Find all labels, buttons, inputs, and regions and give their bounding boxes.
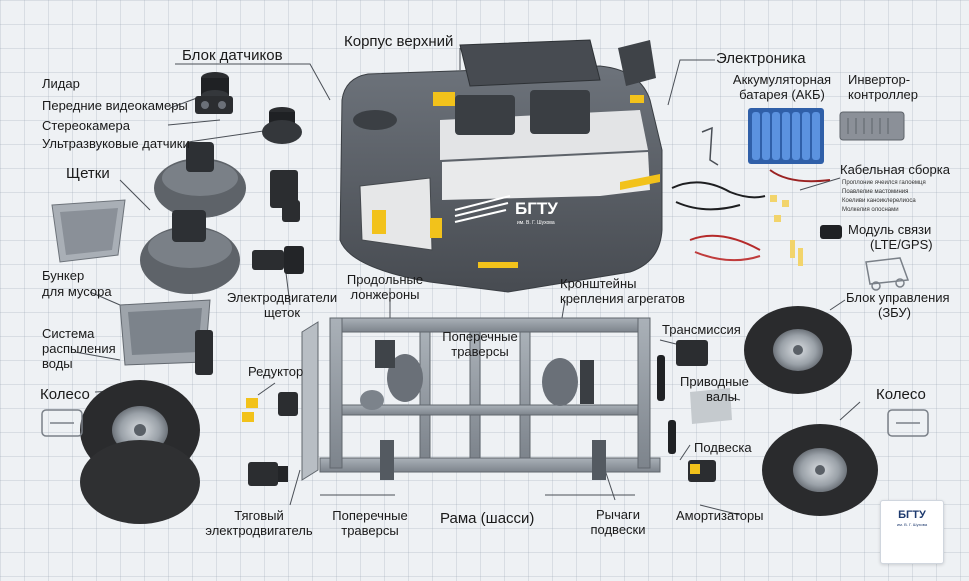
label-levers-2: подвески <box>590 522 646 537</box>
label-traverses-mid-1: Поперечные <box>442 329 518 344</box>
water-system <box>119 299 213 375</box>
label-cable-2: Поавлелие мастоминия <box>842 189 909 195</box>
label-bunker-1: Бункер <box>42 268 85 283</box>
traction-motor <box>248 462 288 486</box>
label-traction-1: Тяговый <box>234 508 284 523</box>
label-lidar: Лидар <box>42 76 80 91</box>
brush-upper <box>154 142 246 218</box>
label-wheel-right: Колесо <box>876 386 926 403</box>
university-logo: БГТУ им. В. Г. Шухова <box>880 500 944 564</box>
frame-chassis <box>301 317 661 481</box>
label-sensors-block: Блок датчиков <box>182 47 283 64</box>
upper-body: БГТУ им. В. Г. Шухова <box>339 39 663 293</box>
label-bunker-2: для мусора <box>42 284 112 299</box>
label-brackets-2: крепления агрегатов <box>560 291 685 306</box>
label-stereo-camera: Стереокамера <box>42 118 130 133</box>
label-brushes: Щетки <box>66 165 110 182</box>
label-reducer: Редуктор <box>248 364 304 379</box>
label-longerons-1: Продольные <box>346 272 424 287</box>
label-traverses-mid-2: траверсы <box>451 344 509 359</box>
label-transmission: Трансмиссия <box>662 322 741 337</box>
label-water-2: распыления <box>42 341 116 356</box>
wheel-right-bottom <box>762 424 878 516</box>
label-ultrasonic: Ультразвуковые датчики <box>42 136 190 151</box>
label-levers-1: Рычаги <box>595 507 641 522</box>
label-shock-absorbers: Амортизаторы <box>676 508 764 523</box>
brush-lower <box>140 210 240 294</box>
label-brackets-1: Кронштейны <box>560 276 637 291</box>
comm-module <box>820 225 842 239</box>
wheel-left-bottom <box>80 440 200 524</box>
label-cable-assembly: Кабельная сборка <box>840 162 950 177</box>
transmission <box>676 340 708 366</box>
label-drive-shafts-2: валы <box>706 389 737 404</box>
wheel-icon-left <box>41 409 83 437</box>
label-frame: Рама (шасси) <box>440 510 535 527</box>
label-longerons-2: лонжероны <box>350 287 420 302</box>
suspension <box>688 388 732 482</box>
label-control-2: (ЗБУ) <box>878 305 912 320</box>
label-drive-shafts-1: Приводные <box>680 374 749 389</box>
connectors <box>770 195 803 266</box>
label-water-1: Система <box>42 326 95 341</box>
wheel-right-top <box>744 306 852 394</box>
front-cameras <box>195 96 233 114</box>
frame-motors <box>360 340 606 480</box>
label-front-cameras: Передние видеокамеры <box>42 98 188 113</box>
label-comm-1: Модуль связи <box>848 222 932 237</box>
bunker <box>51 199 126 263</box>
label-traction-2: электродвигатель <box>205 523 313 538</box>
label-battery-2: батарея (АКБ) <box>739 87 825 102</box>
label-wheel-left: Колесо <box>40 386 90 403</box>
label-inverter-2: контроллер <box>848 87 919 102</box>
label-brush-motors-1: Электродвигатели <box>226 290 338 305</box>
logo-name: БГТУ <box>898 509 926 521</box>
label-battery-1: Аккумуляторная <box>732 72 832 87</box>
label-electronics: Электроника <box>716 50 806 67</box>
control-unit-icon <box>865 257 910 291</box>
cable-assembly <box>671 169 831 262</box>
inverter-controller <box>839 111 905 141</box>
logo-sub: им. В. Г. Шухова <box>896 522 928 527</box>
body-brand-name: БГТУ <box>515 199 558 218</box>
label-suspension: Подвеска <box>694 440 752 455</box>
label-cable-1: Проплоние ячеился галоемця <box>842 180 926 186</box>
label-water-3: воды <box>42 356 73 371</box>
label-control-1: Блок управления <box>846 290 950 305</box>
body-brand-sub: им. В. Г. Шухова <box>517 220 555 226</box>
drive-shafts <box>657 355 676 454</box>
brush-motors <box>252 246 304 274</box>
label-traverses-bot-2: траверсы <box>341 523 399 538</box>
label-cable-4: Молкелия олоснами <box>842 207 899 213</box>
sensor-wires <box>701 126 719 166</box>
reducer <box>242 392 298 422</box>
brush-mounts <box>270 170 300 222</box>
battery <box>748 108 824 164</box>
label-comm-2: (LTE/GPS) <box>870 237 933 252</box>
label-cable-3: Коеливи каноиклерелиоса <box>842 198 916 204</box>
label-upper-body: Корпус верхний <box>344 33 454 50</box>
wheel-icon-right <box>887 409 929 437</box>
label-inverter-1: Инвертор- <box>848 72 911 87</box>
label-traverses-bot-1: Поперечные <box>332 508 408 523</box>
stereo-camera <box>262 107 302 144</box>
label-brush-motors-2: щеток <box>263 305 301 320</box>
